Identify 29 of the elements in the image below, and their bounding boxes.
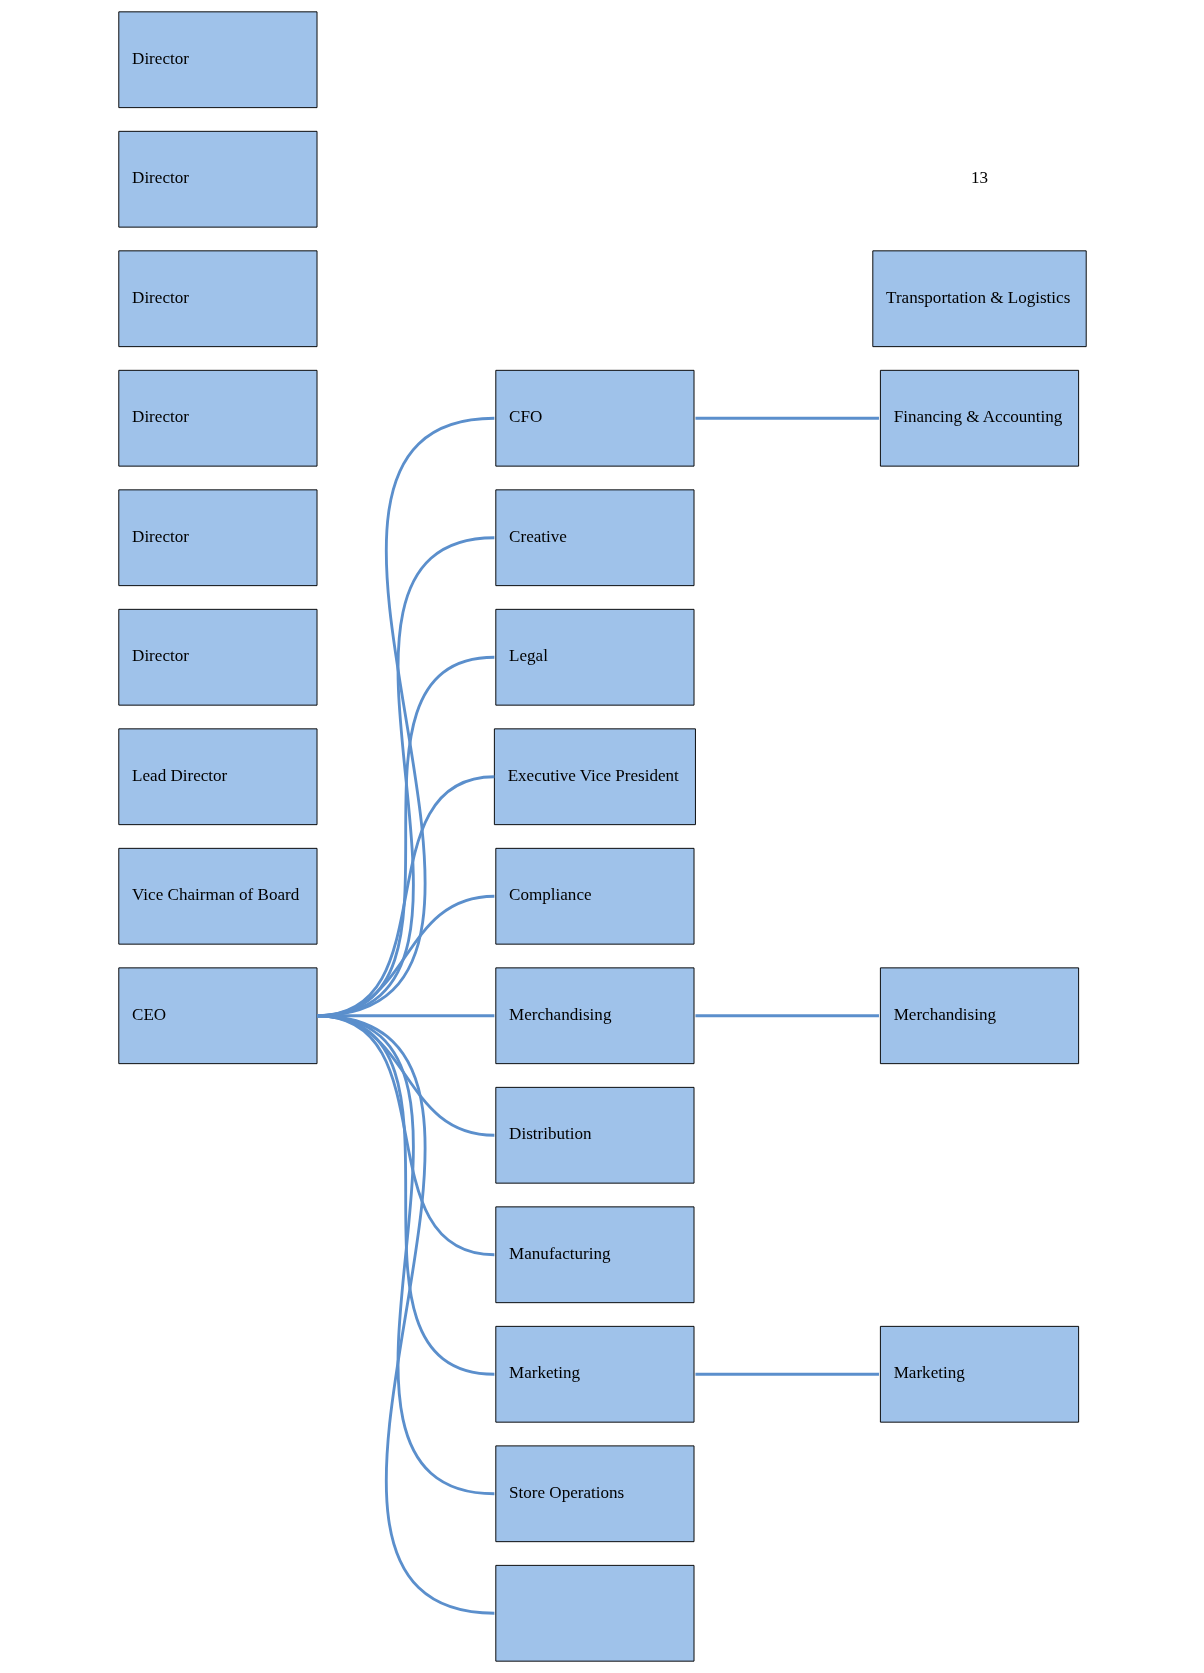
node-box: Legal — [494, 608, 694, 706]
node-box: Executive Vice President — [493, 728, 696, 826]
node-box: Transportation & Logistics — [871, 250, 1087, 348]
node-box — [494, 1564, 694, 1662]
node-box: Financing & Accounting — [879, 369, 1079, 467]
label: 13 — [970, 168, 988, 188]
node-box: Creative — [494, 489, 694, 587]
node-box: CEO — [117, 967, 317, 1065]
node-box: Director — [117, 608, 317, 706]
node-box: Director — [117, 369, 317, 467]
connector — [694, 1014, 879, 1018]
node-box: Merchandising — [494, 967, 694, 1065]
connector — [316, 1014, 495, 1615]
node-box: Merchandising — [879, 967, 1079, 1065]
node-box: Vice Chairman of Board — [117, 847, 317, 945]
node-box: Store Operations — [494, 1445, 694, 1543]
node-box: CFO — [494, 369, 694, 467]
node-box: Director — [117, 250, 317, 348]
node-box: Distribution — [494, 1086, 694, 1184]
node-box: Compliance — [494, 847, 694, 945]
node-box: Director — [117, 130, 317, 228]
node-box: Director — [117, 489, 317, 587]
node-box: Director — [117, 11, 317, 109]
connector — [694, 416, 879, 420]
node-box: Manufacturing — [494, 1206, 694, 1304]
node-box: Marketing — [494, 1325, 694, 1423]
connector — [694, 1372, 879, 1376]
node-box: Marketing — [879, 1325, 1079, 1423]
node-box: Lead Director — [117, 728, 317, 826]
